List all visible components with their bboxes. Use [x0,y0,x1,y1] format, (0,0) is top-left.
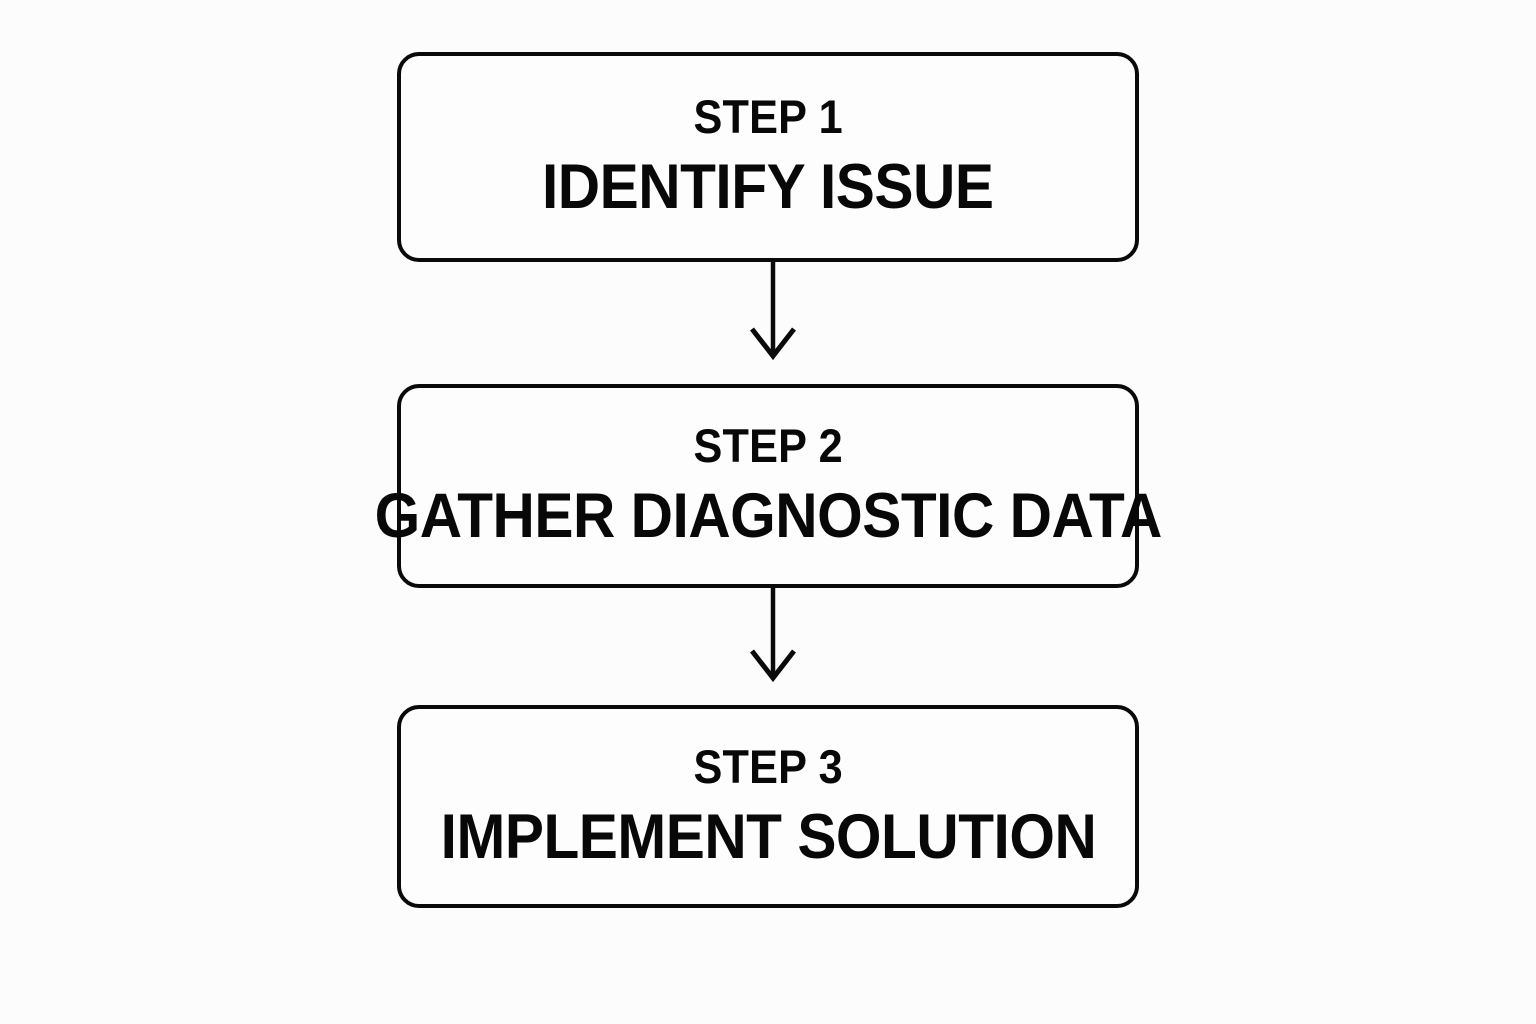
flow-node-step-1[interactable]: STEP 1 IDENTIFY ISSUE [397,52,1139,262]
flow-node-step-label: STEP 3 [693,739,843,793]
flow-node-title: IMPLEMENT SOLUTION [440,801,1096,872]
flow-node-title: GATHER DIAGNOSTIC DATA [374,481,1162,552]
flow-arrow-down-icon [737,258,809,362]
flow-node-step-3[interactable]: STEP 3 IMPLEMENT SOLUTION [397,705,1139,908]
flow-node-title: IDENTIFY ISSUE [542,152,994,223]
flow-node-step-label: STEP 2 [693,419,843,473]
flow-node-step-2[interactable]: STEP 2 GATHER DIAGNOSTIC DATA [374,384,1162,588]
flow-node-step-label: STEP 1 [693,90,843,144]
flow-arrow-down-icon [737,584,809,684]
